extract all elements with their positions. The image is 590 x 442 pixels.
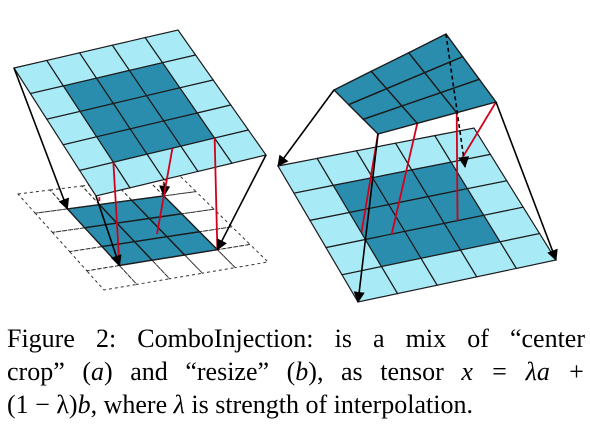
caption-line-2: crop” (a) and “resize” (b), as tensor x … [7,357,585,386]
panel-b-resize [277,33,558,304]
panel-a-center-crop [13,29,270,291]
a-red-link-3 [156,148,174,235]
b-red-link-3 [460,101,497,161]
b-black-arrow-1 [277,89,335,167]
figure-caption: Figure 2: ComboInjection: is a mix of “c… [7,322,585,421]
b-dashed-arrow [445,33,470,168]
b-red-link-1 [390,123,419,235]
a-black-arrow-3 [216,154,267,251]
b-red-link-2 [455,112,459,221]
a-black-arrow-2 [95,195,122,267]
a-ghost-cell-r0c4 [144,173,198,197]
a-black-arrow-1 [13,67,70,210]
a-ghost-cell-r0c3 [112,177,165,201]
caption-figure-label: Figure 2: [7,324,117,353]
a-red-link-2 [213,138,219,250]
a-ghost-cell-r4c4 [216,243,270,269]
a-red-link-1 [112,162,121,266]
caption-equation: x = λa + [461,357,585,386]
caption-line-3: (1 − λ)b, where λ is strength of interpo… [7,390,473,419]
a-ghost-cell-r0c2 [80,181,133,206]
a-ghost-cell-r4c0 [85,264,138,291]
caption-method-name: ComboInjection: [137,324,314,353]
combo-injection-diagram [13,29,558,304]
b-black-arrow-2 [353,133,379,304]
b-black-arrow-3 [495,101,558,262]
caption-line-1: Figure 2: ComboInjection: is a mix of “c… [7,324,585,353]
